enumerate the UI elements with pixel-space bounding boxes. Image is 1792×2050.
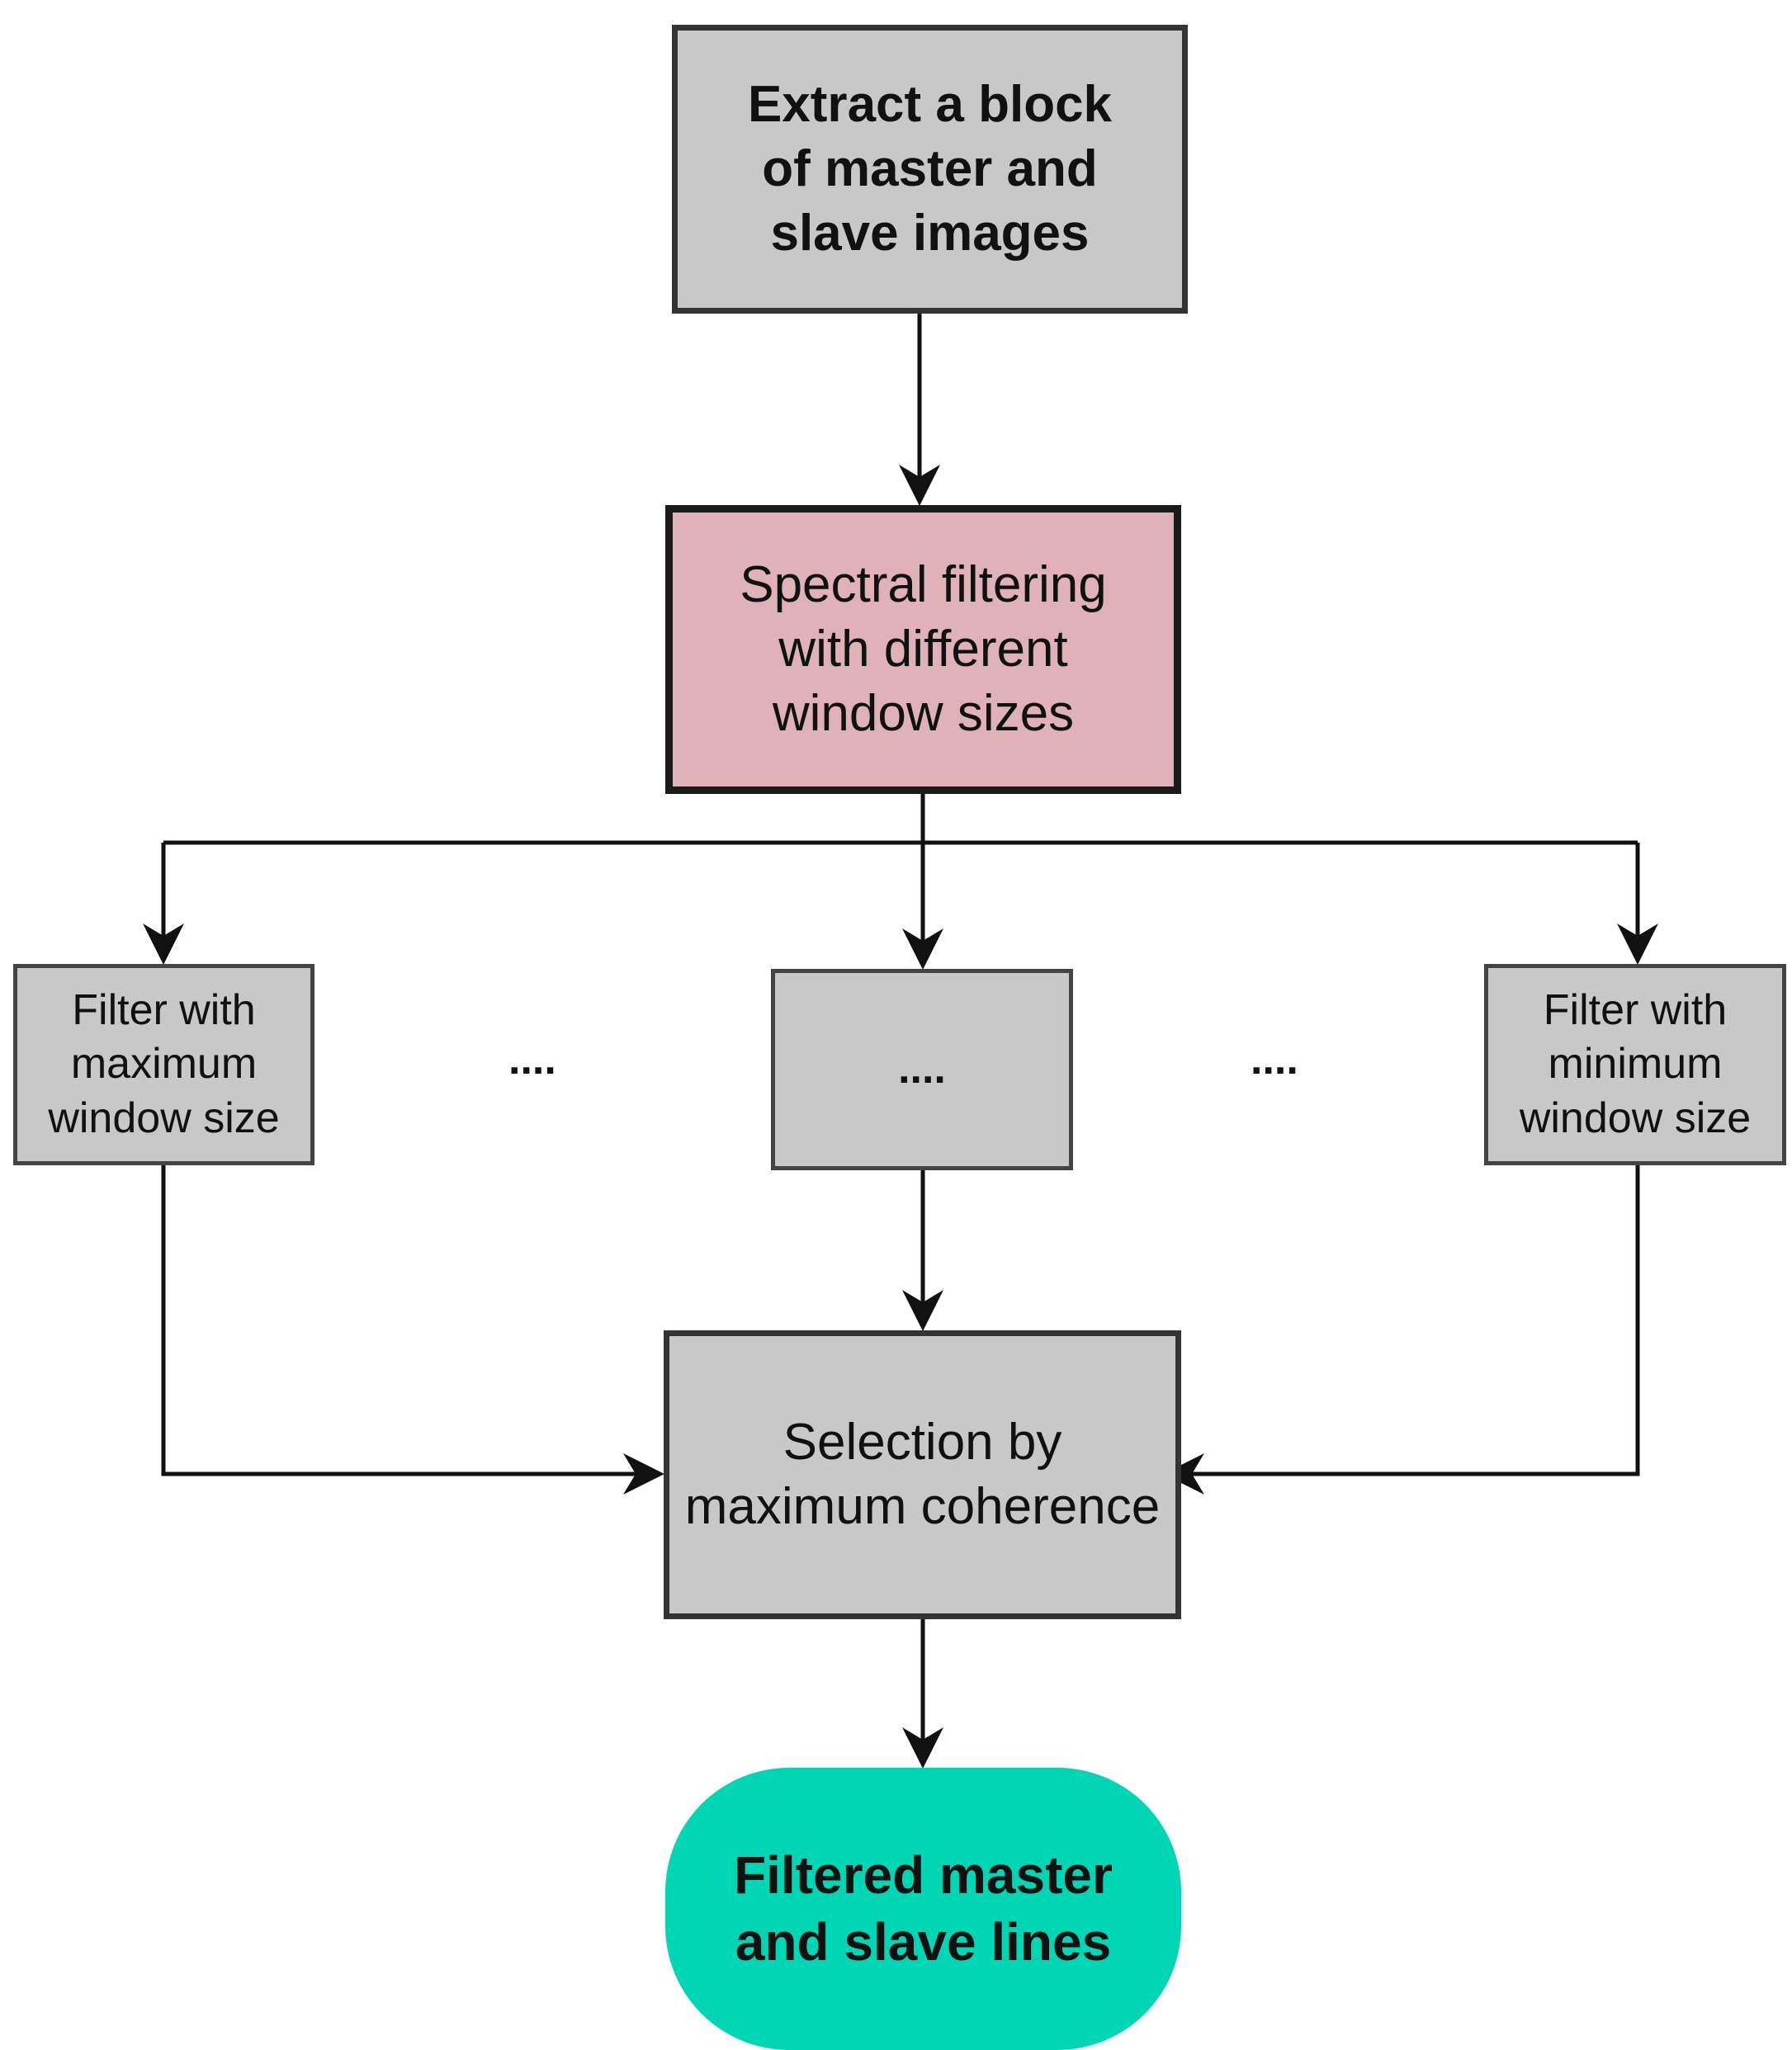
extract-block-node: Extract a block of master and slave imag… <box>672 25 1188 314</box>
spectral-filtering-label: Spectral filtering with different window… <box>740 555 1107 743</box>
spectral-filtering-node: Spectral filtering with different window… <box>665 505 1181 794</box>
extract-block-label: Extract a block of master and slave imag… <box>747 75 1113 262</box>
arrow-filter-max-to-selection <box>161 1165 664 1495</box>
filter-intermediate-node: .... <box>771 969 1073 1170</box>
output-node: Filtered master and slave lines <box>665 1768 1181 2050</box>
selection-label: Selection by maximum coherence <box>684 1413 1161 1535</box>
filter-min-window-node: Filter with minimum window size <box>1484 964 1786 1165</box>
filter-intermediate-label: .... <box>898 1045 946 1093</box>
filter-max-window-node: Filter with maximum window size <box>13 964 314 1165</box>
arrow-filter-min-to-selection <box>1163 1165 1640 1495</box>
ellipsis-right: .... <box>1251 1036 1298 1084</box>
ellipsis-left: .... <box>508 1036 556 1084</box>
filter-min-window-label: Filter with minimum window size <box>1519 985 1752 1142</box>
filter-max-window-label: Filter with maximum window size <box>48 985 280 1142</box>
output-label: Filtered master and slave lines <box>734 1845 1113 1972</box>
selection-node: Selection by maximum coherence <box>664 1330 1181 1619</box>
